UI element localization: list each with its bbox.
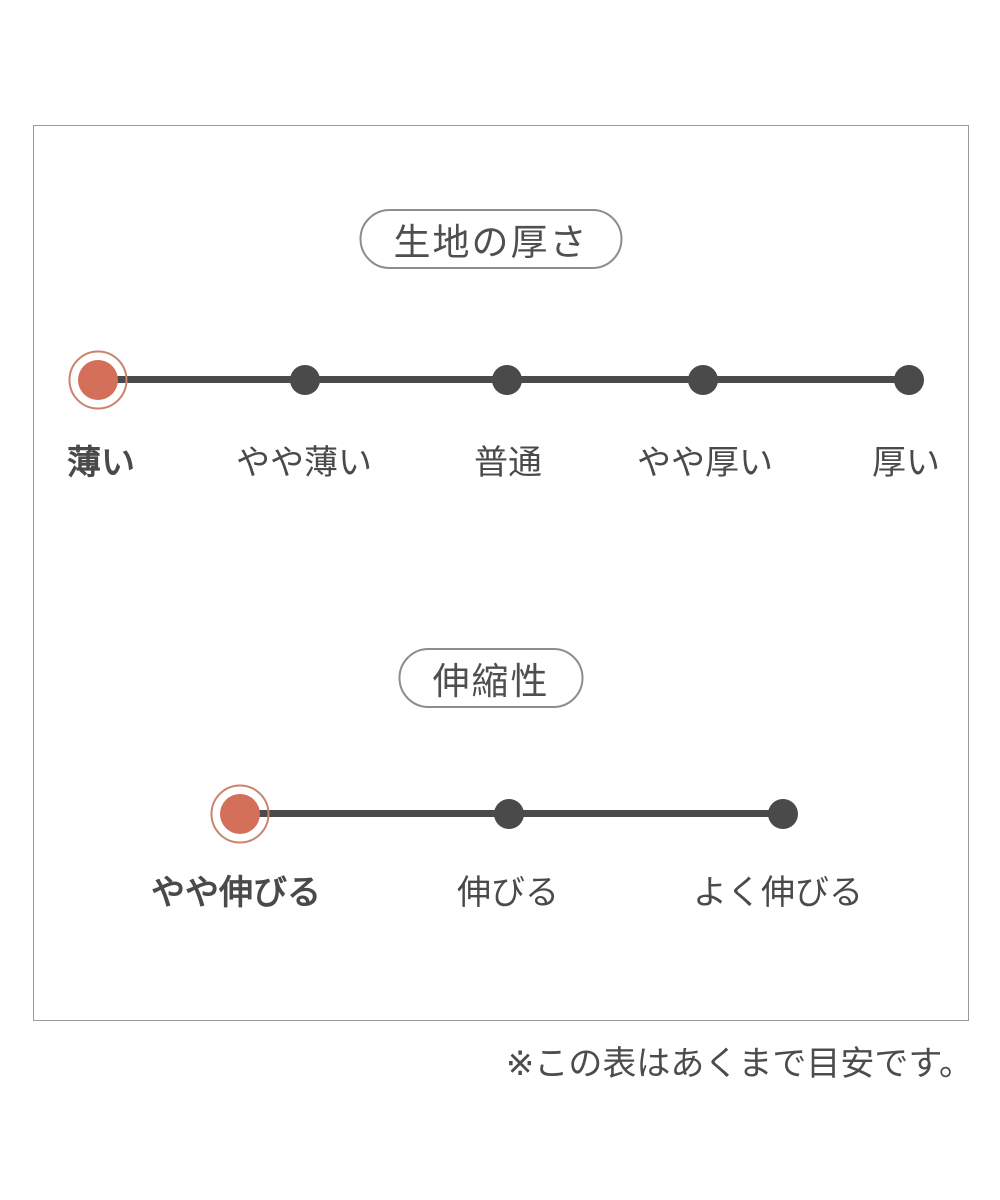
stretch-title-pill: 伸縮性 bbox=[398, 648, 584, 708]
thickness-label-normal: 普通 bbox=[474, 443, 542, 483]
thickness-dot bbox=[492, 365, 522, 395]
stretch-selected-dot bbox=[220, 794, 260, 834]
stretch-dot bbox=[768, 799, 798, 829]
thickness-title: 生地の厚さ bbox=[393, 221, 589, 264]
thickness-label-thick: 厚い bbox=[872, 443, 940, 483]
disclaimer-note: ※この表はあくまで目安です。 bbox=[505, 1044, 973, 1084]
thickness-label-fairly-thick: やや厚い bbox=[637, 443, 773, 483]
thickness-label-thin: 薄い bbox=[67, 443, 135, 483]
thickness-dot bbox=[290, 365, 320, 395]
spec-chart-box: 生地の厚さ 薄い やや薄い 普通 やや厚い 厚い 伸縮性 やや伸びる bbox=[33, 125, 969, 1021]
stretch-label-stretchy: 伸びる bbox=[457, 873, 559, 913]
stretch-selected-ring bbox=[210, 784, 270, 844]
stretch-label-slightly: やや伸びる bbox=[151, 873, 321, 913]
thickness-dot bbox=[688, 365, 718, 395]
thickness-selected-dot bbox=[78, 360, 118, 400]
stretch-title: 伸縮性 bbox=[432, 660, 550, 703]
thickness-dot bbox=[894, 365, 924, 395]
thickness-selected-ring bbox=[68, 350, 128, 410]
stretch-dot bbox=[494, 799, 524, 829]
thickness-title-pill: 生地の厚さ bbox=[359, 209, 623, 269]
stretch-label-very: よく伸びる bbox=[693, 873, 863, 913]
thickness-label-fairly-thin: やや薄い bbox=[236, 443, 372, 483]
